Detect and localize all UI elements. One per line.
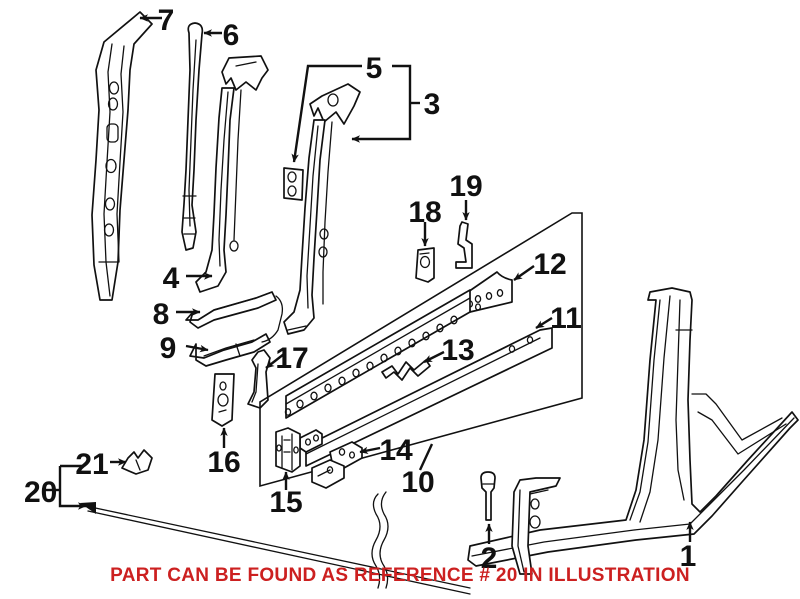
callout-label-14: 14 xyxy=(379,434,413,467)
part-pillar-lower-section xyxy=(195,55,269,293)
part-rocker-front-bracket xyxy=(311,441,363,489)
part-angle-bracket xyxy=(247,349,271,409)
callout-labels: 7 6 5 3 4 8 9 17 16 18 19 12 11 13 14 15… xyxy=(24,4,696,575)
part-connector-rod xyxy=(261,295,284,343)
callout-label-13: 13 xyxy=(441,334,474,367)
callout-label-17: 17 xyxy=(275,342,308,375)
callout-label-21: 21 xyxy=(75,448,108,481)
part-molding-wave xyxy=(371,491,389,589)
part-pillar-inner-rail xyxy=(181,22,204,251)
callout-label-5: 5 xyxy=(366,52,383,85)
part-hook-bracket xyxy=(455,221,473,269)
callout-label-16: 16 xyxy=(207,446,240,479)
part-center-pillar-reinforcement xyxy=(283,83,361,335)
callout-label-10: 10 xyxy=(401,466,434,499)
part-reinforcement-plate xyxy=(211,373,235,427)
callout-label-11: 11 xyxy=(550,302,582,335)
part-rocker-inner-rear-reinforcement xyxy=(305,327,553,467)
callout-label-6: 6 xyxy=(223,19,240,52)
part-rocker-end-piece xyxy=(511,477,561,575)
part-rocker-center-stiffener xyxy=(381,359,431,381)
part-inner-rocker-assembly-frame xyxy=(259,212,583,488)
callout-label-12: 12 xyxy=(533,248,566,281)
callout-label-18: 18 xyxy=(408,196,441,229)
callout-label-15: 15 xyxy=(269,486,302,519)
part-rocker-rear-bracket xyxy=(466,271,513,313)
callout-label-2: 2 xyxy=(481,542,498,575)
part-bolt xyxy=(480,471,496,521)
callout-label-3: 3 xyxy=(424,88,441,121)
part-rocker-inner-panel xyxy=(284,289,471,419)
part-small-bracket-upper xyxy=(283,167,304,201)
part-small-plate-nut xyxy=(415,247,435,283)
part-upper-trim-rail xyxy=(185,291,277,329)
reference-caption: PART CAN BE FOUND AS REFERENCE # 20 IN I… xyxy=(110,565,690,586)
callout-label-4: 4 xyxy=(163,262,180,295)
callout-label-19: 19 xyxy=(449,170,482,203)
callout-label-8: 8 xyxy=(153,298,170,331)
callout-label-7: 7 xyxy=(158,4,175,37)
part-molding-clip xyxy=(121,449,153,475)
part-jack-point-bracket xyxy=(275,427,301,473)
part-lower-trim-rail xyxy=(189,333,271,367)
callout-label-9: 9 xyxy=(160,332,177,365)
leader-lines xyxy=(44,14,694,544)
callout-label-20: 20 xyxy=(24,476,57,509)
callout-label-1: 1 xyxy=(680,540,697,573)
part-center-pillar-outer xyxy=(91,11,153,301)
